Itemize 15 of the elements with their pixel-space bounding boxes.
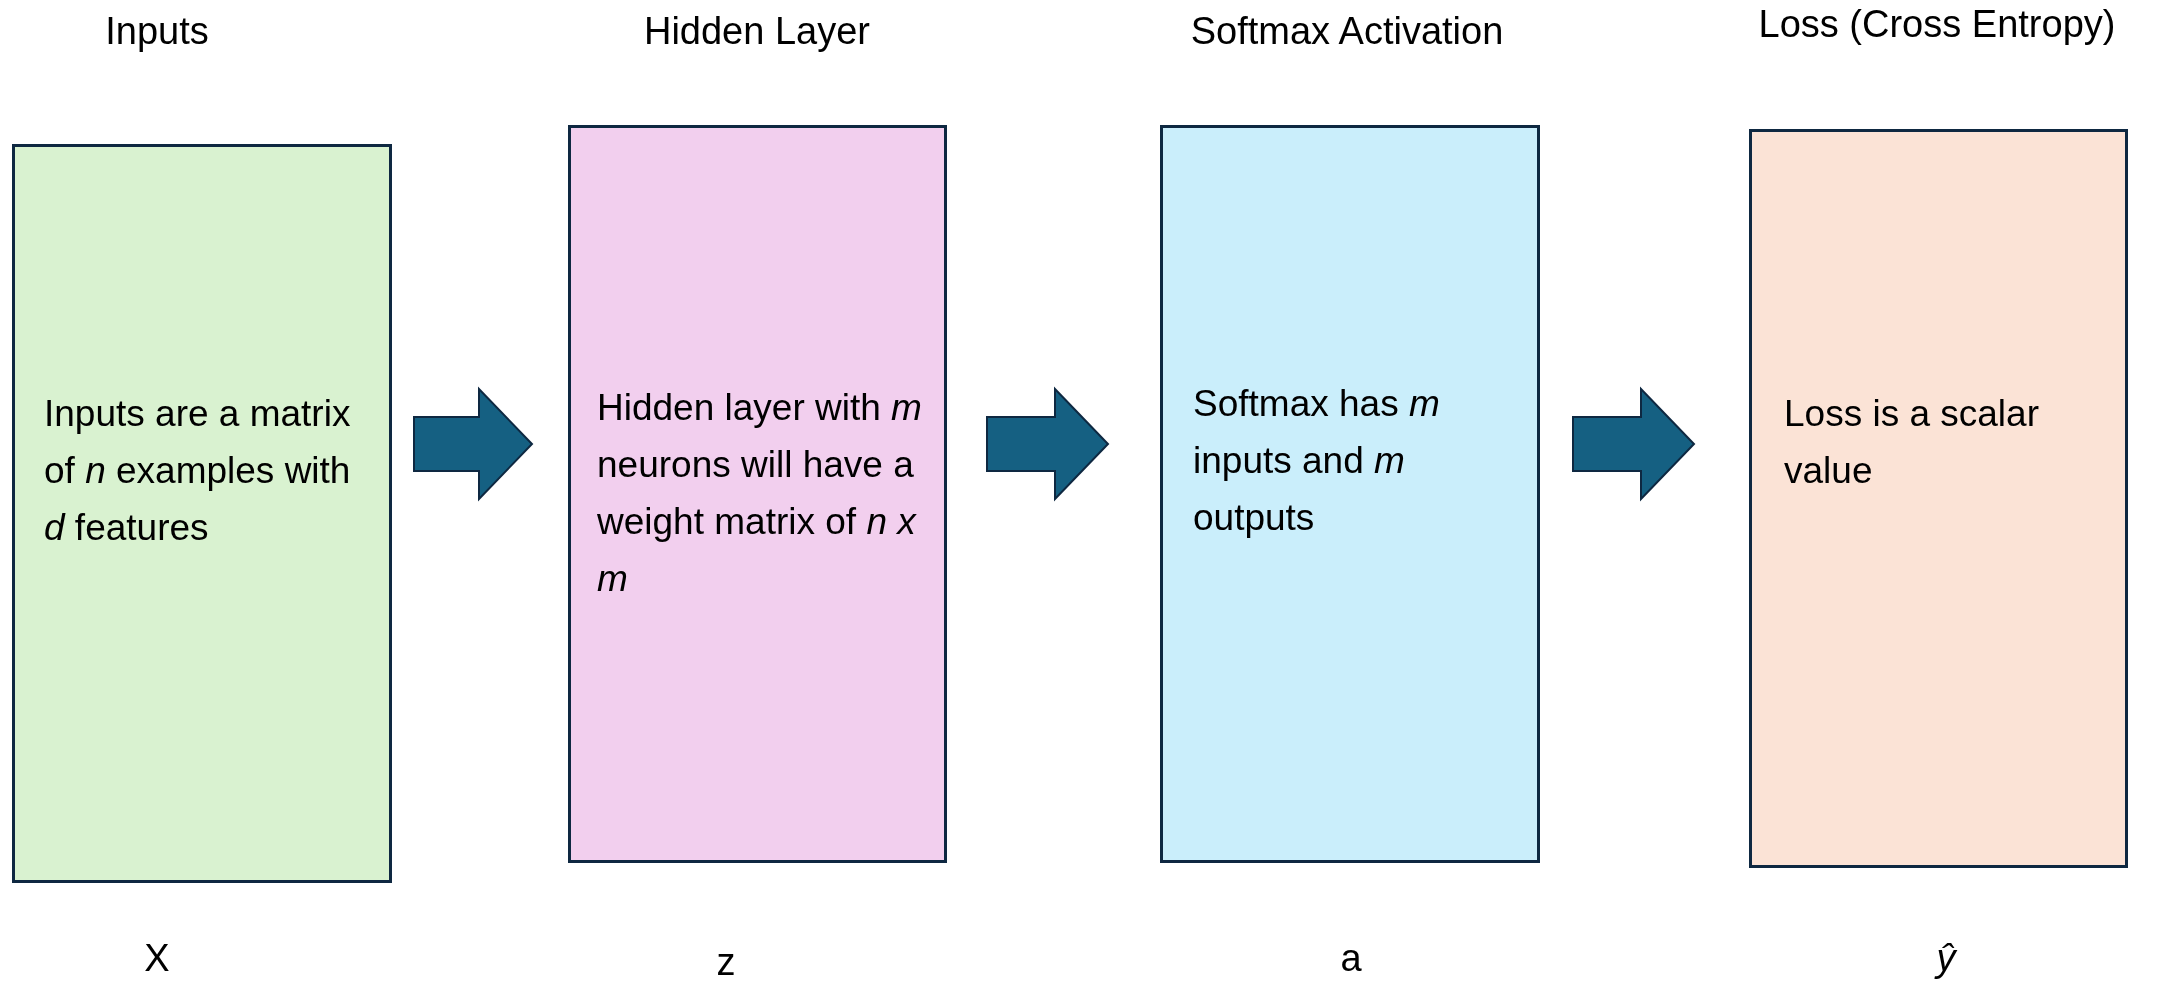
layer-heading: Inputs <box>105 9 209 54</box>
layer-description: Softmax has m inputs and m outputs <box>1193 382 1441 540</box>
layer-description: Hidden layer with m neurons will have a weight matrix of n x m <box>597 386 923 601</box>
variable-symbol: a <box>1340 936 1362 981</box>
variable-symbol: X <box>144 936 170 981</box>
layer-description: Loss is a scalar value <box>1784 392 2040 493</box>
variable-symbol: z <box>716 940 736 985</box>
layer-heading: Loss (Cross Entropy) <box>1758 2 2116 47</box>
block-arrow <box>1572 386 1696 502</box>
layer-heading: Hidden Layer <box>643 9 870 54</box>
layer-heading: Softmax Activation <box>1190 9 1504 54</box>
variable-symbol: ŷ <box>1936 936 1956 981</box>
block-arrow <box>413 386 534 502</box>
layer-description: Inputs are a matrix of n examples with d features <box>44 392 352 550</box>
block-arrow <box>986 386 1110 502</box>
